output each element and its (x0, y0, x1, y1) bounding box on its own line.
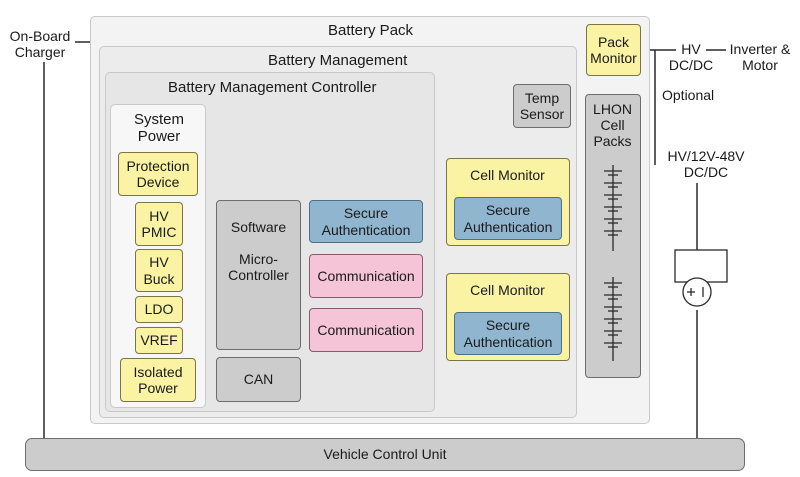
micro-controller-block: Software Micro- Controller (216, 200, 301, 350)
hv-12v-48v-dcdc-label: HV/12V-48V DC/DC (667, 148, 745, 181)
protection-device-block: Protection Device (118, 152, 198, 196)
on-board-charger-label: On-Board Charger (9, 28, 71, 61)
cell-monitor-title-1: Cell Monitor (470, 167, 545, 183)
lion-cell-packs-block: LHON Cell Packs (585, 94, 641, 378)
system-power-title: System Power (133, 111, 184, 146)
secure-authentication-block: Secure Authentication (309, 200, 423, 243)
battery-management-title: Battery Management (268, 52, 408, 69)
battery-12v-frame (674, 249, 728, 283)
temp-sensor-block: Temp Sensor (513, 84, 571, 128)
cell-monitor-block-2: Cell Monitor Secure Authentication (446, 273, 570, 361)
isolated-power-block: Isolated Power (120, 358, 196, 402)
bmc-title: Battery Management Controller (168, 79, 377, 96)
cell-monitor-secure-auth-1: Secure Authentication (454, 197, 562, 240)
cell-monitor-secure-auth-2: Secure Authentication (454, 312, 562, 355)
hv-dcdc-label: HV DC/DC (668, 41, 714, 74)
lion-cell-packs-label: LHON Cell Packs (593, 101, 632, 150)
cell-stack-icons (604, 165, 622, 361)
hv-buck-block: HV Buck (135, 249, 183, 292)
can-block: CAN (216, 357, 301, 402)
communication-block-2: Communication (309, 308, 423, 352)
cell-monitor-title-2: Cell Monitor (470, 282, 545, 298)
software-label: Software (230, 219, 287, 235)
communication-block-1: Communication (309, 254, 423, 298)
ldo-block: LDO (135, 296, 183, 323)
battery-pack-title: Battery Pack (328, 22, 414, 39)
pack-monitor-block: Pack Monitor (586, 24, 641, 76)
battery-12v-icon (674, 249, 728, 307)
battery-12v-circle (682, 277, 712, 307)
cell-monitor-block-1: Cell Monitor Secure Authentication (446, 158, 570, 246)
micro-controller-label: Micro- Controller (228, 251, 289, 284)
vref-block: VREF (135, 327, 183, 354)
hv-pmic-block: HV PMIC (135, 202, 183, 246)
inverter-motor-label: Inverter & Motor (729, 41, 791, 74)
optional-label: Optional (662, 87, 715, 103)
vehicle-control-unit-block: Vehicle Control Unit (25, 438, 745, 471)
